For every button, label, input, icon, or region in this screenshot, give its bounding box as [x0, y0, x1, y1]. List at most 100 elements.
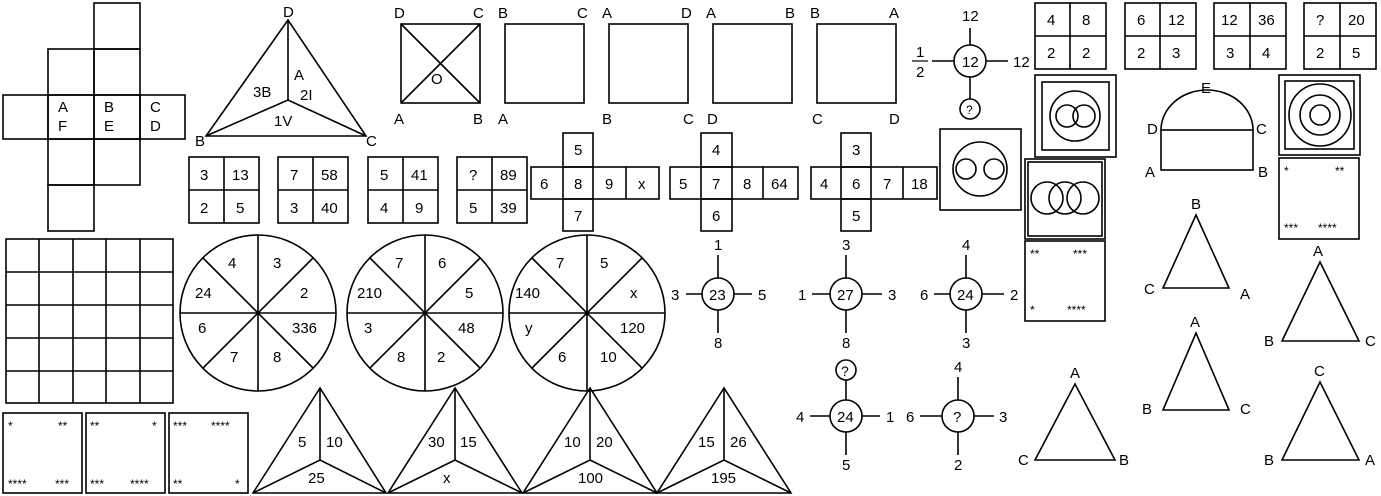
tri-right-value: 26 [730, 434, 747, 451]
stars: * [1030, 303, 1035, 317]
segment: 5 [600, 255, 608, 272]
tri-bottom-value: 25 [308, 470, 325, 487]
wheel-2-labels: 7 6 5 48 2 8 3 210 [357, 255, 475, 366]
grid-row-top [1034, 2, 1377, 70]
sq1-center: O [431, 71, 443, 88]
stars: **** [1318, 221, 1337, 235]
segment: x [630, 285, 638, 302]
cell: 20 [1348, 12, 1365, 29]
node-center: 24 [837, 409, 854, 426]
node-right: 3 [999, 409, 1007, 426]
stars: * [8, 419, 13, 433]
node-left: 6 [920, 287, 928, 304]
sq4-br: D [707, 111, 718, 128]
sq4-bl: C [683, 111, 694, 128]
blank-grid [5, 238, 174, 404]
cell: 8 [574, 176, 582, 193]
cell: 2 [1316, 45, 1324, 62]
segment: 6 [438, 255, 446, 272]
vertex-label: C [1018, 452, 1029, 469]
tri-left-label: B [195, 133, 205, 150]
sq2-bl: A [498, 111, 508, 128]
segment: 48 [458, 320, 475, 337]
cell: 5 [574, 142, 582, 159]
wheel-3-labels: 7 5 x 120 10 6 y 140 [515, 255, 645, 366]
vertex-label: C [1240, 401, 1251, 418]
number-triangles [251, 386, 793, 494]
sq2-tr: C [577, 5, 588, 22]
stars: ** [1335, 164, 1345, 178]
vertex-label: C [1365, 333, 1376, 350]
cell: 41 [411, 167, 428, 184]
tri-right-value: 20 [596, 434, 613, 451]
cell: 39 [500, 200, 517, 217]
cell: 9 [415, 200, 423, 217]
cell: 9 [605, 176, 613, 193]
venn-box-2 [1024, 158, 1106, 240]
cell: ? [1316, 12, 1324, 29]
segment: 2 [437, 349, 445, 366]
segment: 7 [556, 255, 564, 272]
grid-top-1: 4 8 2 2 [1047, 12, 1090, 62]
node-top: 1 [714, 237, 722, 254]
clock-left-den: 2 [916, 64, 924, 81]
stars: ** [90, 419, 100, 433]
cell: 4 [712, 142, 720, 159]
cell: 5 [679, 176, 687, 193]
segment: 3 [364, 320, 372, 337]
letter-tri-labels: A C B B C A A B C A B C C B A [1018, 196, 1376, 469]
cell: ? [469, 167, 477, 184]
grid-row2-1: 3 13 2 5 [200, 167, 249, 217]
node-top: ? [841, 363, 849, 379]
plus-node-1-labels: 23 1 3 5 8 [671, 237, 766, 352]
vertex-label: C [1144, 281, 1155, 298]
clock-top: 12 [962, 8, 979, 25]
sq1-tl: D [394, 5, 405, 22]
sq5-tl: B [810, 5, 820, 22]
grid-top-4: ? 20 2 5 [1316, 12, 1365, 62]
sq5-br: D [889, 111, 900, 128]
semi-a: A [1145, 164, 1155, 181]
node-center: 24 [957, 287, 974, 304]
vertex-label: A [1070, 365, 1080, 382]
clock-center: 12 [962, 54, 979, 71]
grid-row2-4: ? 89 5 39 [469, 167, 517, 217]
grid-row2-2: 7 58 3 40 [290, 167, 338, 217]
segment: 210 [357, 285, 382, 302]
segment: 3 [273, 255, 281, 272]
grid-top-3: 12 36 3 4 [1221, 12, 1275, 62]
cell: 4 [1047, 12, 1055, 29]
tri-right-label: C [366, 133, 377, 150]
cell: 3 [200, 167, 208, 184]
segment: 2 [300, 285, 308, 302]
net-face-2-top: B [104, 99, 114, 116]
node-top: 4 [962, 237, 970, 254]
stars: ** [1030, 247, 1040, 261]
sq1-bl: A [394, 111, 404, 128]
sq5-bl: C [812, 111, 823, 128]
cell: 5 [469, 200, 477, 217]
vertex-label: B [1264, 452, 1274, 469]
cell: 6 [1137, 12, 1145, 29]
two-dots-box [939, 128, 1022, 211]
cell: 89 [500, 167, 517, 184]
vertex-label: B [1264, 333, 1274, 350]
stars: * [235, 477, 240, 491]
cell: 13 [232, 167, 249, 184]
node-center: 23 [709, 287, 726, 304]
square-row [400, 23, 897, 104]
cell: x [638, 176, 646, 193]
tri-bottom-value: 100 [578, 470, 603, 487]
node-left: 6 [906, 409, 914, 426]
node-bottom: 2 [954, 457, 962, 474]
cell: 7 [290, 167, 298, 184]
tri-left-value: 30 [428, 434, 445, 451]
plus-node-2-labels: 27 3 1 3 8 [798, 237, 896, 352]
number-wheels [179, 234, 666, 392]
vertex-label: B [1142, 401, 1152, 418]
cell: 4 [1262, 45, 1270, 62]
segment: 7 [395, 255, 403, 272]
star-labels: * ** **** *** ** * *** **** *** **** ** … [8, 164, 1345, 491]
cell: 3 [1226, 45, 1234, 62]
semi-c: C [1256, 121, 1267, 138]
